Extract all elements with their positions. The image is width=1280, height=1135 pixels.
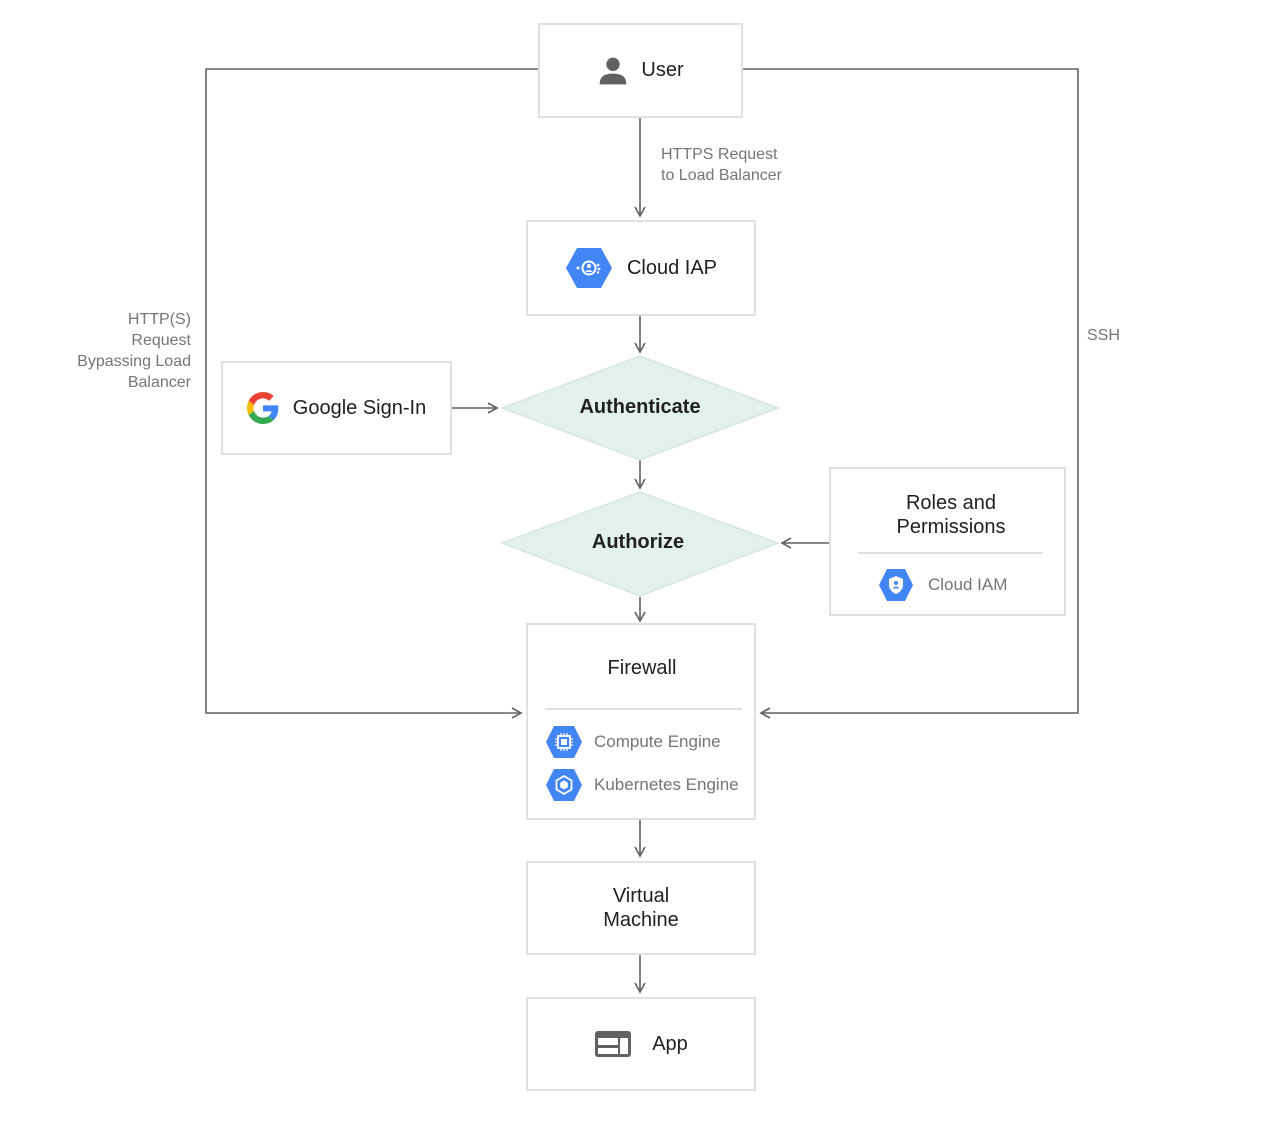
virtual-machine-node: Virtual Machine	[526, 861, 756, 955]
ssh-label: SSH	[1087, 327, 1120, 344]
cloud-iap-node: Cloud IAP	[526, 220, 756, 316]
bypass-lb-label: HTTP(S) Request Bypassing Load Balancer	[40, 309, 191, 393]
person-icon	[600, 57, 627, 84]
kubernetes-engine-hexagon-icon	[546, 769, 582, 801]
compute-engine-label: Compute Engine	[594, 732, 721, 751]
authorize-label: Authorize	[591, 531, 685, 553]
app-label: App	[652, 1032, 688, 1055]
roles-permissions-node: Roles and Permissions Cloud IAM	[829, 467, 1066, 616]
divider	[858, 552, 1043, 554]
https-request-label: HTTPS Request to Load Balancer	[661, 144, 782, 186]
google-signin-node: Google Sign-In	[221, 361, 452, 455]
authorize-diamond	[499, 491, 781, 597]
compute-engine-hexagon-icon	[546, 726, 582, 758]
cloud-iam-label: Cloud IAM	[928, 575, 1008, 594]
app-window-icon	[595, 1031, 632, 1057]
compute-engine-item: Compute Engine	[545, 725, 721, 759]
kubernetes-engine-label: Kubernetes Engine	[594, 775, 739, 794]
bypass-label-line1: HTTP(S)	[127, 311, 191, 328]
kubernetes-engine-item: Kubernetes Engine	[545, 768, 739, 802]
https-request-label-line2: to Load Balancer	[661, 167, 782, 184]
edge-bypass-lb	[205, 68, 538, 719]
cloud-iam-item: Cloud IAM	[878, 568, 1007, 602]
google-g-logo-icon	[246, 392, 279, 424]
cloud-iap-hexagon-icon	[565, 248, 612, 288]
cloud-iap-label: Cloud IAP	[626, 256, 718, 279]
https-request-label-line1: HTTPS Request	[661, 146, 778, 163]
cloud-iam-hexagon-icon	[879, 569, 913, 601]
bypass-label-line4: Balancer	[127, 374, 191, 391]
bypass-label-line2: Request	[131, 332, 191, 349]
google-signin-label: Google Sign-In	[292, 396, 427, 419]
roles-permissions-title: Roles and Permissions	[896, 492, 1006, 538]
firewall-label: Firewall	[607, 657, 677, 679]
firewall-node: Firewall Compute Engine	[526, 623, 756, 820]
app-node: App	[526, 997, 756, 1091]
edge-ssh	[743, 68, 1079, 719]
user-node: User	[538, 23, 743, 118]
divider	[545, 708, 742, 710]
virtual-machine-label: Virtual Machine	[603, 885, 679, 931]
authenticate-diamond	[499, 355, 781, 461]
user-label: User	[641, 59, 684, 81]
authenticate-label: Authenticate	[579, 396, 701, 418]
bypass-label-line3: Bypassing Load	[77, 353, 191, 370]
